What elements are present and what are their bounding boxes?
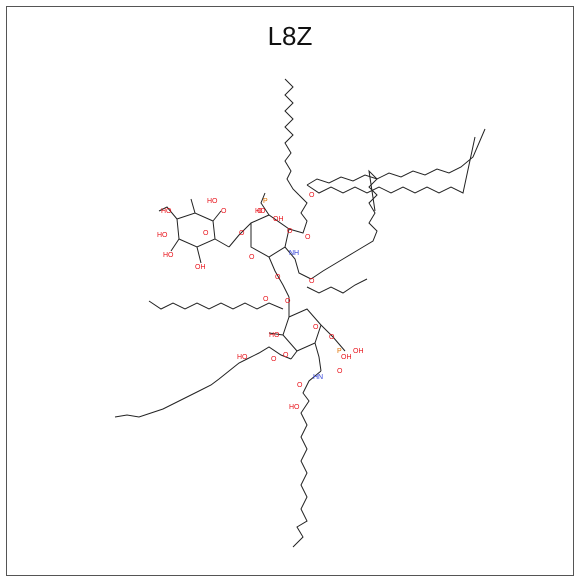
- atom-o: O: [287, 228, 293, 235]
- atom-o: O: [249, 254, 255, 261]
- atom-o: O: [283, 352, 289, 359]
- atom-o: O: [263, 296, 269, 303]
- atom-oh: OH: [195, 264, 206, 271]
- atom-ho: HO: [157, 232, 168, 239]
- atom-ho: HO: [289, 404, 300, 411]
- molecule-atom-labels: O O O O O O O O O O HO O O O O HO O HO O…: [157, 192, 364, 411]
- atom-o: O: [275, 274, 281, 281]
- atom-p: P: [263, 198, 268, 205]
- atom-p: P: [337, 348, 342, 355]
- page-title: L8Z: [267, 21, 313, 51]
- atom-o: O: [203, 230, 209, 237]
- atom-o: O: [239, 230, 245, 237]
- figure-frame: L8Z: [6, 6, 574, 576]
- atom-o: O: [285, 298, 291, 305]
- atom-ho: HO: [237, 354, 248, 361]
- atom-o: O: [297, 382, 303, 389]
- atom-ho: HO: [163, 252, 174, 259]
- atom-o: O: [309, 192, 315, 199]
- atom-ho: HO: [161, 208, 172, 215]
- atom-ho: HO: [269, 332, 280, 339]
- atom-o: O: [305, 234, 311, 241]
- atom-o: O: [221, 208, 227, 215]
- molecule-bonds: [114, 78, 486, 548]
- atom-o: O: [329, 334, 335, 341]
- atom-o: O: [257, 208, 263, 215]
- atom-ho: HO: [255, 208, 266, 215]
- molecule-structure: O O O O O O O O O O HO O O O O HO O HO O…: [114, 78, 486, 548]
- atom-o: O: [271, 356, 277, 363]
- atom-oh: OH: [273, 216, 284, 223]
- atom-o: O: [313, 324, 319, 331]
- atom-ho: HO: [207, 198, 218, 205]
- atom-o: O: [337, 368, 343, 375]
- atom-hn: HN: [313, 374, 323, 381]
- atom-oh: OH: [341, 354, 352, 361]
- atom-nh: NH: [289, 250, 299, 257]
- atom-oh: OH: [353, 348, 364, 355]
- atom-o: O: [309, 278, 315, 285]
